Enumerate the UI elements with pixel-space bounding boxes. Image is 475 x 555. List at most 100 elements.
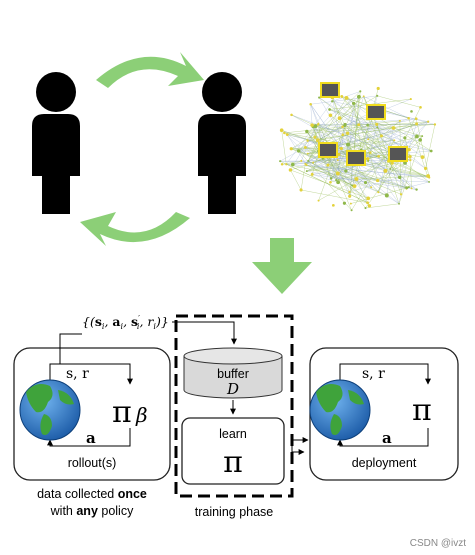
graph-node [309, 102, 312, 106]
graph-edge [416, 121, 429, 137]
graph-node [337, 153, 341, 156]
graph-node [331, 203, 335, 207]
graph-edge [425, 124, 436, 169]
graph-node [341, 133, 345, 137]
graph-node [398, 119, 401, 122]
state-reward-label: s, r [66, 366, 89, 382]
graph-edge [301, 160, 407, 188]
buffer-symbol: D [226, 380, 239, 398]
graph-node [341, 125, 344, 129]
graph-node [366, 157, 370, 161]
graph-node [375, 178, 380, 183]
graph-node [377, 191, 380, 194]
graph-edge [358, 124, 432, 152]
globe-icon [19, 379, 81, 441]
graph-node [329, 180, 332, 184]
graph-node [376, 94, 379, 97]
knowledge-graph-image [279, 82, 437, 212]
globe-icon [309, 379, 371, 441]
graph-edge [408, 118, 428, 177]
graph-node [429, 149, 433, 153]
graph-node [399, 193, 403, 196]
graph-edge [310, 104, 313, 126]
graph-edge [332, 97, 345, 126]
graph-node [336, 180, 341, 185]
graph-edge [298, 135, 382, 152]
graph-node [410, 110, 413, 113]
graph-edge [291, 125, 345, 149]
action-label: a [86, 429, 96, 447]
graph-edge [367, 156, 379, 159]
graph-node [280, 162, 284, 166]
graph-node [305, 164, 308, 167]
graph-edge [301, 189, 368, 203]
graph-edge [390, 168, 430, 183]
graph-edge [398, 160, 408, 204]
graph-photo-thumbnail [388, 146, 408, 162]
buffer-cylinder [183, 347, 283, 399]
graph-node [366, 196, 371, 201]
graph-node [415, 122, 419, 126]
cycle-arrow-icon [96, 52, 204, 88]
deploy-state-reward-label: s, r [362, 366, 385, 382]
graph-node [407, 116, 410, 120]
training-phase-box [174, 314, 294, 498]
graph-node [409, 98, 412, 101]
graph-edge [280, 160, 314, 163]
graph-node [380, 134, 383, 138]
graph-node [362, 95, 365, 98]
graph-edge [363, 96, 409, 119]
graph-node [415, 134, 419, 139]
graph-edge [370, 124, 377, 153]
graph-node [348, 194, 352, 198]
graph-node [419, 106, 422, 109]
graph-node [313, 135, 317, 139]
graph-edge [347, 118, 417, 134]
graph-edge [339, 96, 364, 119]
graph-edge [291, 148, 378, 181]
graph-node [426, 174, 431, 178]
graph-edge [332, 97, 393, 164]
graph-node [364, 206, 367, 210]
graph-edge [318, 134, 344, 201]
graph-node [337, 116, 342, 120]
graph-node [306, 152, 309, 155]
graph-node [420, 155, 425, 160]
graph-node [316, 123, 320, 126]
graph-edge [349, 96, 360, 197]
behavior-policy-symbol: π [112, 395, 132, 430]
graph-node [390, 161, 394, 165]
graph-node [383, 168, 388, 173]
graph-edge [298, 91, 361, 152]
graph-edge [330, 115, 393, 164]
graph-edge [365, 203, 400, 209]
graph-edge [310, 104, 366, 183]
behavior-policy-subscript: β [135, 403, 148, 427]
graph-node [328, 108, 331, 111]
graph-node [405, 186, 409, 190]
graph-edge [377, 108, 435, 125]
graph-node [283, 131, 286, 135]
graph-edge [306, 164, 355, 187]
graph-node [354, 177, 359, 181]
graph-node [339, 146, 343, 151]
graph-photo-thumbnail [366, 104, 386, 120]
watermark: CSDN @ivzt [410, 538, 466, 549]
graph-node [346, 142, 350, 147]
graph-node [363, 180, 368, 185]
graph-edge [301, 126, 316, 161]
graph-node [356, 94, 361, 99]
graph-edge [291, 95, 378, 149]
graph-node [367, 138, 370, 141]
graph-node [343, 122, 347, 126]
graph-edge [306, 164, 407, 188]
graph-node [351, 184, 354, 187]
graph-node [336, 159, 339, 162]
graph-node [370, 186, 373, 189]
graph-node [279, 160, 282, 163]
graph-edge [342, 126, 379, 157]
graph-edge [306, 121, 429, 132]
graph-node [408, 154, 412, 159]
graph-node [344, 169, 348, 173]
graph-node [376, 126, 379, 129]
